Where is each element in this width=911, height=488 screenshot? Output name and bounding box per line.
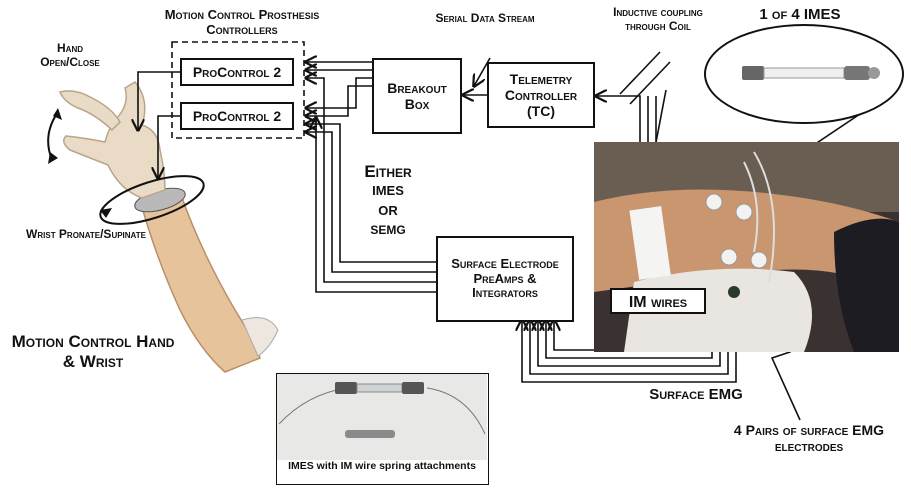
wrist-label: Wrist Pronate/Supinate — [26, 227, 146, 241]
imes-callout-ellipse — [704, 24, 904, 124]
im-wires-label: IM wires — [610, 288, 706, 314]
forearm-electrodes-photo — [594, 142, 899, 352]
imes-label: IMES — [372, 183, 404, 198]
breakout-box: Breakout Box — [372, 58, 462, 134]
hand-open-close-label: Hand Open/Close — [40, 41, 100, 69]
controllers-label: Motion Control Prosthesis Controllers — [164, 7, 320, 37]
or-label: OR — [378, 203, 398, 218]
telemetry-controller-box: Telemetry Controller (TC) — [487, 62, 595, 128]
four-pairs-label: 4 Pairs of surface EMG electrodes — [733, 422, 885, 455]
prosthetic-arm-illustration — [47, 81, 279, 373]
procontrol-1-box: ProControl 2 — [180, 58, 294, 86]
inductive-coupling-label: Inductive coupling through Coil — [613, 5, 703, 33]
imes-caption: IMES with IM wire spring attachments — [288, 460, 476, 472]
either-label: Either — [364, 162, 412, 181]
procontrol-2-box: ProControl 2 — [180, 102, 294, 130]
semg-label: SEMG — [370, 223, 406, 237]
motion-control-hand-label: Motion Control Hand & Wrist — [11, 332, 175, 371]
preamps-box: Surface Electrode PreAmps & Integrators — [436, 236, 574, 322]
one-of-four-imes-label: 1 of 4 IMES — [759, 6, 841, 23]
surface-emg-label: Surface EMG — [649, 386, 743, 403]
imes-devices-photo: IMES with IM wire spring attachments — [276, 373, 489, 485]
serial-data-label: Serial Data Stream — [435, 11, 535, 25]
